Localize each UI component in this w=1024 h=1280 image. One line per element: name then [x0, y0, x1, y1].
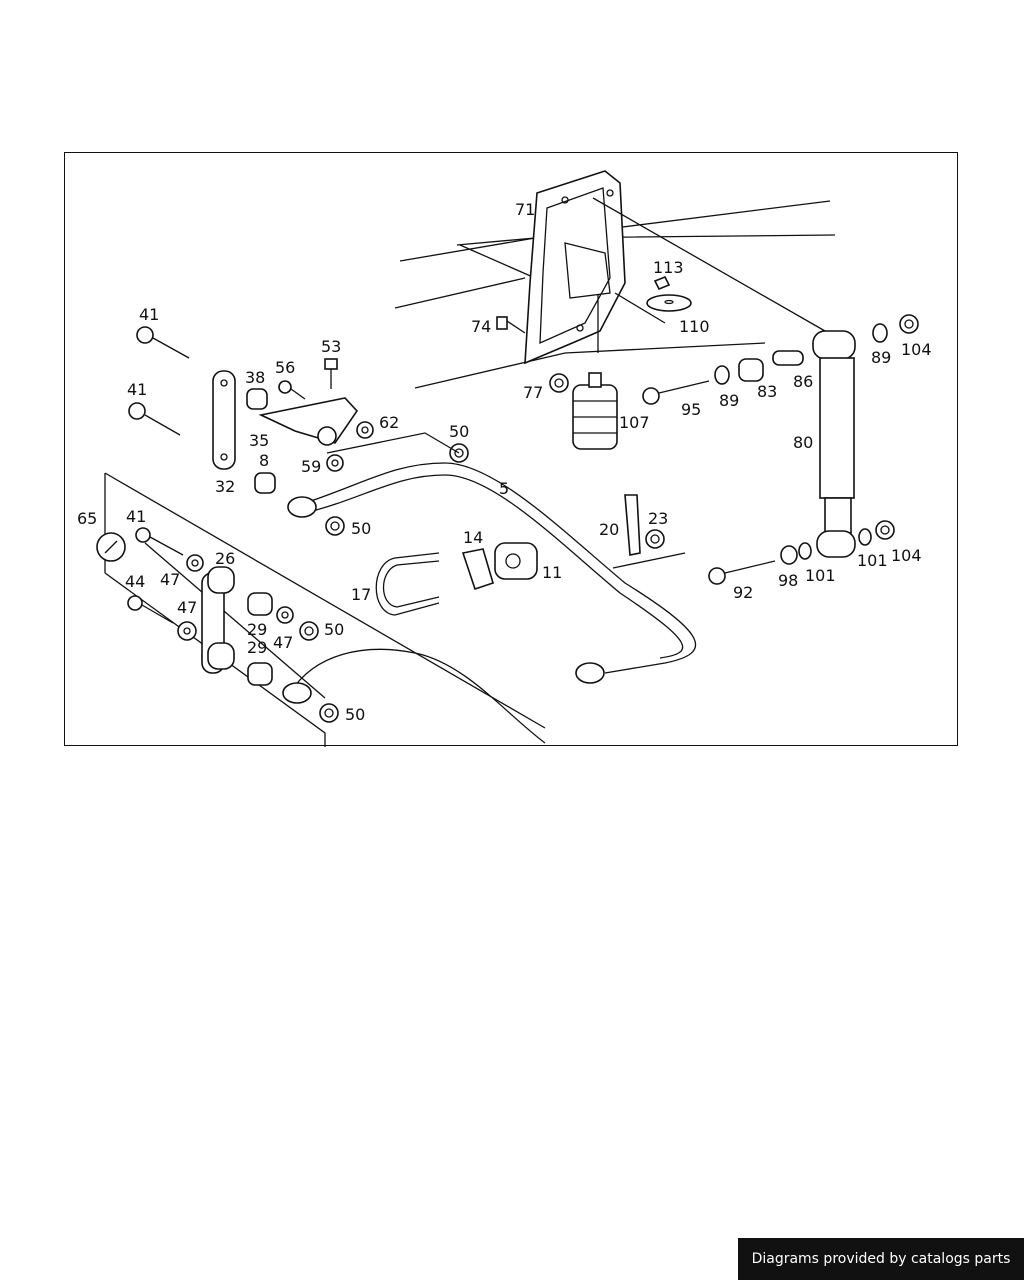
- washer-47-upper: [186, 554, 204, 572]
- washer-47-lower: [276, 606, 294, 624]
- callout-71: 71: [515, 200, 535, 219]
- bushing-8: [254, 472, 276, 494]
- sleeve-86: [772, 350, 804, 366]
- callout-101-lower: 101: [805, 566, 836, 585]
- callout-83: 83: [757, 382, 777, 401]
- nut-50-left: [299, 621, 319, 641]
- washer-89-lower: [714, 365, 730, 385]
- callout-38: 38: [245, 368, 265, 387]
- bracket-14: [461, 548, 494, 591]
- callout-80: 80: [793, 433, 813, 452]
- callout-47-lower: 47: [273, 633, 293, 652]
- nut-77: [549, 373, 569, 393]
- callout-labels: 71 113 110 74 77 107 41 41 53 38 56 35 6…: [77, 200, 932, 724]
- bolt-41-lower: [135, 527, 184, 556]
- callout-101-right: 101: [857, 551, 888, 570]
- callout-95: 95: [681, 400, 701, 419]
- nut-59: [326, 454, 344, 472]
- callout-8: 8: [259, 451, 269, 470]
- washer-110: [646, 294, 692, 312]
- callout-53: 53: [321, 337, 341, 356]
- callout-89-upper: 89: [871, 348, 891, 367]
- callout-41-lower: 41: [126, 507, 146, 526]
- callout-59: 59: [301, 457, 321, 476]
- washer-47-middle: [177, 621, 197, 641]
- callout-104-lower: 104: [891, 546, 922, 565]
- exploded-parts-diagram: 71 113 110 74 77 107 41 41 53 38 56 35 6…: [77, 170, 932, 747]
- bushing-38: [246, 388, 268, 410]
- rubber-mount-11: [494, 542, 538, 580]
- clamp-20: [624, 494, 641, 556]
- nut-50-bottom: [319, 703, 339, 723]
- callout-23: 23: [648, 509, 668, 528]
- callout-29-lower: 29: [247, 638, 267, 657]
- nut-23: [645, 529, 665, 549]
- callout-20: 20: [599, 520, 619, 539]
- attribution-text: Diagrams provided by catalogs parts: [751, 1251, 1011, 1267]
- washer-89-upper: [872, 323, 888, 343]
- nut-50-bar-end: [325, 516, 345, 536]
- nut-62: [356, 421, 374, 439]
- frame-bracket-71: [524, 170, 826, 365]
- callout-62: 62: [379, 413, 399, 432]
- callout-32: 32: [215, 477, 235, 496]
- callout-77: 77: [523, 383, 543, 402]
- callout-74: 74: [471, 317, 491, 336]
- clip-113: [653, 275, 671, 291]
- callout-29-upper: 29: [247, 620, 267, 639]
- callout-5: 5: [499, 479, 509, 498]
- callout-44: 44: [125, 572, 145, 591]
- callout-107: 107: [619, 413, 650, 432]
- attribution-badge: Diagrams provided by catalogs parts: [738, 1238, 1024, 1280]
- callout-104-upper: 104: [901, 340, 932, 359]
- screw-56: [278, 380, 306, 400]
- bolt-41-middle: [128, 402, 181, 436]
- callout-50-upper: 50: [449, 422, 469, 441]
- stabilizer-bar-5: [282, 462, 697, 744]
- callout-41-upper: 41: [139, 305, 159, 324]
- wrench-symbol-65: [96, 532, 126, 562]
- link-32: [212, 370, 236, 470]
- bushing-29-lower: [247, 662, 273, 686]
- bushing-83: [738, 358, 764, 382]
- callout-56: 56: [275, 358, 295, 377]
- callout-50-bottom: 50: [345, 705, 365, 724]
- callout-47-upper: 47: [160, 570, 180, 589]
- callout-110: 110: [679, 317, 710, 336]
- nut-104-lower: [875, 520, 895, 540]
- callout-86: 86: [793, 372, 813, 391]
- bolt-74: [496, 316, 526, 334]
- callout-92: 92: [733, 583, 753, 602]
- link-26: [201, 566, 235, 674]
- parts-diagram-frame: 71 113 110 74 77 107 41 41 53 38 56 35 6…: [64, 152, 958, 747]
- u-bolt-17: [375, 552, 440, 616]
- washer-101-right: [858, 528, 872, 546]
- callout-50-left: 50: [324, 620, 344, 639]
- callout-98: 98: [778, 571, 798, 590]
- washer-101-lower: [798, 542, 812, 560]
- callout-113: 113: [653, 258, 684, 277]
- callout-41-middle: 41: [127, 380, 147, 399]
- callout-11: 11: [542, 563, 562, 582]
- bolt-44: [127, 595, 174, 624]
- callout-17: 17: [351, 585, 371, 604]
- bolt-41-upper: [136, 326, 190, 359]
- bolt-92: [708, 560, 776, 585]
- callout-26: 26: [215, 549, 235, 568]
- callout-89-lower: 89: [719, 391, 739, 410]
- callout-35: 35: [249, 431, 269, 450]
- bolt-95: [642, 380, 710, 405]
- bump-stop-107: [572, 372, 618, 450]
- callout-65: 65: [77, 509, 97, 528]
- callout-14: 14: [463, 528, 483, 547]
- callout-50-bar-end: 50: [351, 519, 371, 538]
- nut-104-upper: [899, 314, 919, 334]
- bushing-29-upper: [247, 592, 273, 616]
- callout-47-middle: 47: [177, 598, 197, 617]
- washer-98: [780, 545, 798, 565]
- bracket-35: [258, 397, 359, 446]
- shock-absorber-80: [812, 330, 856, 558]
- bolt-53: [324, 358, 338, 389]
